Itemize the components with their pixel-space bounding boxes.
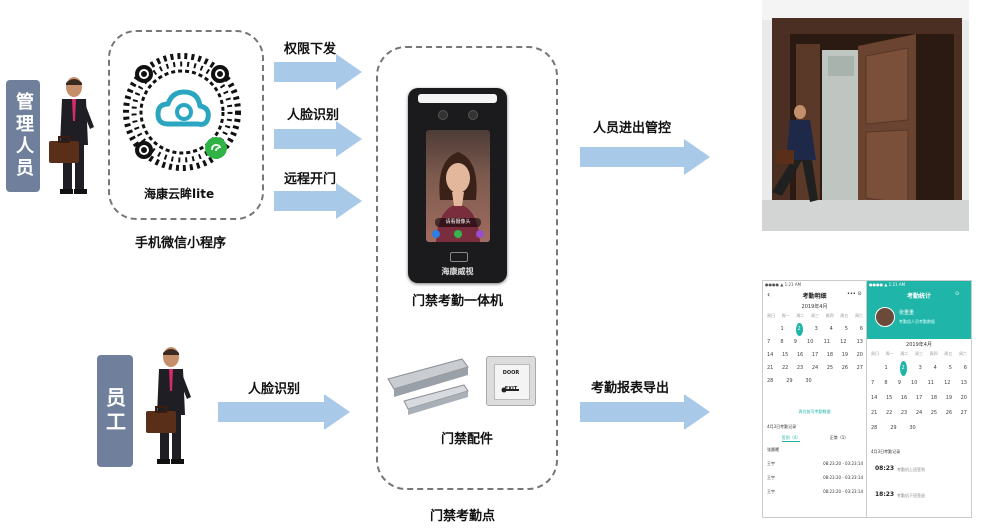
- attendance-stats-screen: ●●●● ▲ 1:21 AM 考勤统计 ⊙ 张重重 考勤组人员考勤数据 2019…: [866, 280, 972, 518]
- detail-link[interactable]: 再往前可考勤数据: [798, 409, 831, 414]
- face-recognition-label-bottom: 人脸识别: [248, 382, 301, 397]
- terminal-caption: 门禁考勤一体机: [412, 294, 504, 309]
- detail-weekdays: 周日 周一 周二 周三 周四 周五 周六: [767, 313, 863, 319]
- weekday: 周二: [796, 313, 805, 318]
- weekday: 周日: [871, 351, 879, 356]
- employee-figure: [146, 347, 191, 464]
- key-icon: [501, 378, 521, 393]
- access-control-arrow: [580, 139, 710, 175]
- miniapp-caption: 手机微信小程序: [135, 236, 227, 251]
- manager-role-label: 管理人员: [13, 92, 34, 180]
- stats-month[interactable]: 2019年4月: [906, 342, 932, 348]
- miniapp-name: 海康云眸lite: [144, 187, 215, 201]
- screen-button-blue: [432, 230, 440, 238]
- weekday: 周五: [944, 351, 953, 356]
- report-export-label: 考勤报表导出: [591, 381, 670, 396]
- terminal-screen: 请看摄像头: [426, 130, 490, 242]
- attendance-detail-screen: ●●●● ▲ 1:21 AM ‹ 考勤明细 ••• ⊙ 2019年4月 周日 周…: [762, 280, 867, 518]
- detail-name: 张晨曦: [767, 447, 779, 452]
- face-recognition-label-top: 人脸识别: [287, 108, 340, 123]
- tab-signin[interactable]: 签到（4）: [781, 435, 801, 442]
- row-time: 08:23:20 - 03:23:14: [823, 489, 863, 494]
- access-terminal: 请看摄像头 海康威视: [408, 88, 507, 283]
- weekday: 周一: [781, 313, 790, 318]
- detail-month[interactable]: 2019年4月: [801, 304, 828, 310]
- report-export-arrow: [580, 394, 710, 430]
- back-icon[interactable]: ‹: [767, 290, 771, 299]
- access-control-label: 人员进出管控: [593, 121, 672, 136]
- door-photo: [762, 0, 969, 231]
- record-note: 考勤机下班签退: [897, 493, 925, 498]
- row-name: 王宇: [767, 475, 775, 480]
- more-icon[interactable]: ••• ⊙: [847, 291, 862, 297]
- access-point-caption: 门禁考勤点: [430, 509, 496, 524]
- manager-figure: [49, 77, 94, 194]
- weekday: 周一: [885, 351, 894, 356]
- detail-tabs: 签到（4） 正常（1）: [767, 435, 863, 442]
- row-name: 王宇: [767, 489, 775, 494]
- screen-button-purple: [476, 230, 484, 238]
- employee-role-tag: 员工: [97, 355, 133, 467]
- weekday: 周三: [810, 313, 819, 318]
- detail-title: 考勤明细: [802, 293, 827, 300]
- access-point-box: [376, 46, 558, 490]
- detail-row[interactable]: 王宇 08:23:20 - 03:23:14: [767, 461, 863, 467]
- miniapp-qr-code: [123, 53, 241, 171]
- row-time: 08:23:20 - 03:23:14: [823, 461, 863, 466]
- screen-prompt: 请看摄像头: [435, 218, 481, 227]
- avatar: [875, 307, 895, 327]
- more-icon[interactable]: ⊙: [955, 291, 960, 297]
- stats-sub: 考勤组人员考勤数据: [899, 319, 935, 324]
- weekday: 周六: [854, 313, 863, 318]
- detail-row[interactable]: 王宇 08:23:20 - 03:23:14: [767, 475, 863, 481]
- terminal-brand: 海康威视: [441, 267, 474, 276]
- hik-cloud-icon: [155, 89, 211, 127]
- exit-button-bottom-text: EXIT: [504, 386, 518, 392]
- screen-button-green: [454, 230, 462, 238]
- record-time: 08:23: [875, 465, 895, 472]
- exit-button-top-text: DOOR: [502, 370, 520, 376]
- manager-role-tag: 管理人员: [6, 80, 40, 192]
- employee-role-label: 员工: [102, 387, 127, 435]
- weekday: 周三: [914, 351, 923, 356]
- stats-section: 4月3日考勤记录: [871, 449, 901, 454]
- stats-user: 张重重: [899, 310, 915, 316]
- stats-title: 考勤统计: [906, 293, 931, 300]
- miniapp-box: [108, 30, 264, 220]
- weekday: 周六: [958, 351, 967, 356]
- weekday: 周五: [840, 313, 849, 318]
- row-time: 08:23:20 - 03:23:14: [823, 475, 863, 480]
- remote-open-arrow: [274, 183, 362, 219]
- remote-open-label: 远程开门: [284, 172, 337, 187]
- record-note: 考勤机上班签到: [897, 467, 925, 472]
- row-name: 王宇: [767, 461, 775, 466]
- wechat-miniprogram-icon: [205, 137, 227, 159]
- record-time: 18:23: [875, 491, 895, 498]
- weekday: 周四: [825, 313, 834, 318]
- weekday: 周四: [929, 351, 938, 356]
- terminal-camera-left: [438, 110, 448, 120]
- card-reader-icon: [450, 252, 468, 262]
- stats-weekdays: 周日 周一 周二 周三 周四 周五 周六: [871, 351, 967, 357]
- tab-normal[interactable]: 正常（1）: [829, 435, 849, 440]
- detail-section: 4月3日考勤记录: [767, 424, 797, 429]
- permission-label: 权限下发: [284, 42, 337, 57]
- weekday: 周日: [767, 313, 775, 318]
- permission-arrow: [274, 54, 362, 90]
- face-recognition-arrow-top: [274, 121, 362, 157]
- weekday: 周二: [900, 351, 909, 356]
- terminal-light-bar: [418, 94, 497, 103]
- accessory-caption: 门禁配件: [441, 432, 494, 447]
- exit-button: DOOR EXIT: [486, 356, 536, 406]
- magnetic-lock: [387, 358, 469, 415]
- terminal-camera-right: [468, 110, 478, 120]
- face-recognition-arrow-bottom: [218, 394, 350, 430]
- detail-row[interactable]: 王宇 08:23:20 - 03:23:14: [767, 489, 863, 495]
